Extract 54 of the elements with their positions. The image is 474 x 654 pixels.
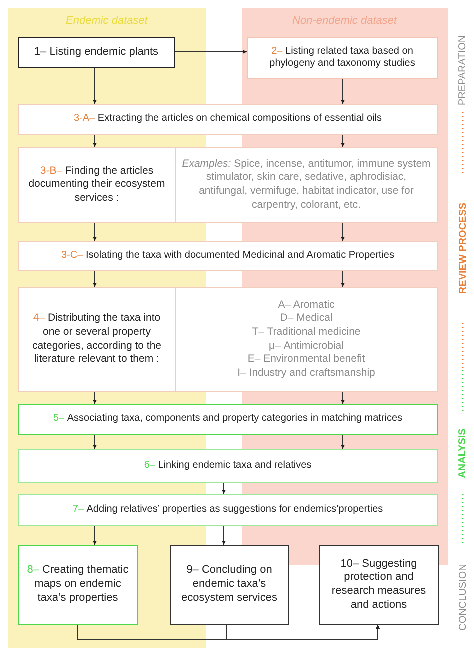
step-box: [18, 494, 438, 526]
step-text: 7– Adding relatives’ properties as suggestions for endemics’properties: [72, 504, 384, 516]
arrow: [222, 526, 226, 546]
arrow: [341, 78, 345, 104]
step-text: 3-C– Isolating the taxa with documented Medicinal and Aromatic Properties: [62, 250, 394, 262]
category-item: A– Aromatic: [278, 298, 335, 312]
column-heading: Endemic dataset: [66, 15, 148, 27]
arrow: [174, 50, 248, 54]
arrow: [341, 270, 345, 288]
arrow: [341, 392, 345, 404]
category-item: D– Medical: [280, 312, 333, 326]
arrow: [341, 434, 345, 450]
category-item: T– Traditional medicine: [252, 326, 361, 340]
arrow: [341, 222, 345, 242]
step-text: 2– Listing related taxa based on phylogeny and taxonomy studies: [268, 46, 416, 70]
arrow: [341, 134, 345, 148]
step-box: [170, 545, 289, 625]
arrow: [226, 624, 380, 640]
step-text: 9– Concluding on endemic taxa’s ecosystem services: [180, 564, 278, 606]
step-text: 5– Associating taxa, components and property categories in matching matrices: [53, 413, 403, 426]
phase-label: REVIEW PROCESS: [458, 202, 469, 294]
step-box: [18, 404, 438, 435]
arrow: [93, 134, 97, 148]
arrow: [93, 68, 97, 104]
phase-label: ANALYSIS: [457, 428, 468, 478]
arrow: [93, 270, 97, 288]
step-box: [18, 104, 438, 135]
step-box: [18, 241, 438, 271]
step-text: 3-B– Finding the articles documenting their ecosystem services :: [28, 164, 166, 206]
arrow: [222, 482, 226, 494]
step-box: [247, 37, 438, 79]
step-box: [18, 287, 438, 392]
phase-label: PREPARATION: [458, 34, 469, 106]
column-heading: Non-endemic dataset: [292, 15, 398, 27]
phase-label: CONCLUSION: [457, 564, 468, 630]
step-box: [18, 147, 438, 223]
step-text: 10– Suggesting protection and research measures and actions: [330, 558, 428, 612]
step-text: 1– Listing endemic plants: [34, 46, 159, 60]
step-text: 3-A– Extracting the articles on chemical compositions of essential oils: [74, 113, 382, 126]
step-box: [319, 545, 439, 625]
category-item: E– Environmental benefit: [248, 353, 366, 367]
step-box: [18, 37, 175, 68]
step-box: [18, 449, 438, 483]
arrow: [93, 526, 97, 546]
step-text: 8– Creating thematic maps on endemic taxa’s properties: [26, 564, 130, 606]
step-box: [18, 545, 138, 625]
category-item: I– Industry and craftsmanship: [238, 366, 376, 380]
category-item: μ– Antimicrobial: [269, 340, 344, 354]
arrow: [93, 222, 97, 242]
arrow: [93, 434, 97, 450]
example-text: Examples: Spice, incense, antitumor, immune system stimulator, skin care, sedative, aphrodisiac, antifungal, vermifuge, habitat indicator, use for carpentry, colorant, etc.: [181, 158, 432, 212]
step-text: 6– Linking endemic taxa and relatives: [144, 460, 312, 472]
step-text: 4– Distributing the taxa into one or several property categories, according to the literature relevant to them :: [32, 312, 162, 367]
arrow: [93, 392, 97, 404]
